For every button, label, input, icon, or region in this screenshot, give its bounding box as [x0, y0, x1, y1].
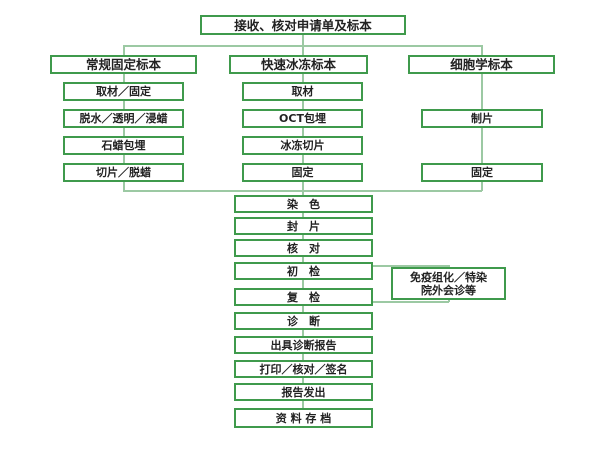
main-step-box: 封 片	[234, 217, 373, 235]
step-box: 冰冻切片	[242, 136, 363, 155]
step-label: 资 料 存 档	[275, 411, 332, 425]
header-label: 快速冰冻标本	[260, 57, 336, 72]
step-box: 制片	[421, 109, 543, 128]
column-header-frozen: 快速冰冻标本	[229, 55, 368, 74]
step-label: 取材／固定	[96, 85, 151, 98]
step-label: 制片	[471, 112, 493, 125]
main-step-box: 资 料 存 档	[234, 408, 373, 428]
step-label: OCT包埋	[279, 112, 326, 125]
step-label: 打印／核对／签名	[259, 362, 348, 376]
step-label: 初 检	[287, 264, 320, 278]
connector	[373, 301, 449, 303]
connector	[302, 73, 304, 191]
step-box: 固定	[421, 163, 543, 182]
step-label: 固定	[291, 166, 314, 179]
ihc-consult-box: 免疫组化／特染 院外会诊等	[391, 267, 506, 300]
step-label: 封 片	[287, 219, 320, 233]
step-label: 核 对	[287, 241, 320, 255]
step-label: 报告发出	[281, 385, 326, 399]
main-step-box: 染 色	[234, 195, 373, 213]
step-label: 切片／脱蜡	[96, 166, 151, 179]
top-label: 接收、核对申请单及标本	[234, 17, 372, 33]
main-step-box: 打印／核对／签名	[234, 360, 373, 378]
side-label-line1: 免疫组化／特染	[410, 270, 487, 284]
step-box: 切片／脱蜡	[63, 163, 184, 182]
main-step-box: 核 对	[234, 239, 373, 257]
column-header-cytology: 细胞学标本	[408, 55, 555, 74]
step-box: 取材／固定	[63, 82, 184, 101]
step-label: 脱水／透明／浸蜡	[79, 112, 168, 125]
step-label: 染 色	[287, 197, 320, 211]
connector	[123, 45, 482, 47]
header-label: 细胞学标本	[450, 57, 513, 72]
step-label: 诊 断	[287, 314, 320, 328]
step-label: 冰冻切片	[280, 139, 325, 152]
column-header-routine: 常规固定标本	[50, 55, 197, 74]
step-box: 脱水／透明／浸蜡	[63, 109, 184, 128]
step-label: 固定	[471, 166, 493, 179]
side-label-line2: 院外会诊等	[421, 283, 476, 297]
main-step-box: 复 检	[234, 288, 373, 306]
step-label: 取材	[291, 85, 314, 98]
main-step-box: 报告发出	[234, 383, 373, 401]
step-label: 出具诊断报告	[270, 338, 337, 352]
step-box: 取材	[242, 82, 363, 101]
step-box: 固定	[242, 163, 363, 182]
step-box: OCT包埋	[242, 109, 363, 128]
header-label: 常规固定标本	[85, 57, 161, 72]
step-label: 复 检	[287, 290, 320, 304]
connector	[302, 34, 304, 55]
main-step-box: 初 检	[234, 262, 373, 280]
main-step-box: 出具诊断报告	[234, 336, 373, 354]
connector	[373, 265, 449, 267]
receive-check-box: 接收、核对申请单及标本	[200, 15, 406, 35]
main-step-box: 诊 断	[234, 312, 373, 330]
step-box: 石蜡包埋	[63, 136, 184, 155]
step-label: 石蜡包埋	[101, 139, 146, 152]
